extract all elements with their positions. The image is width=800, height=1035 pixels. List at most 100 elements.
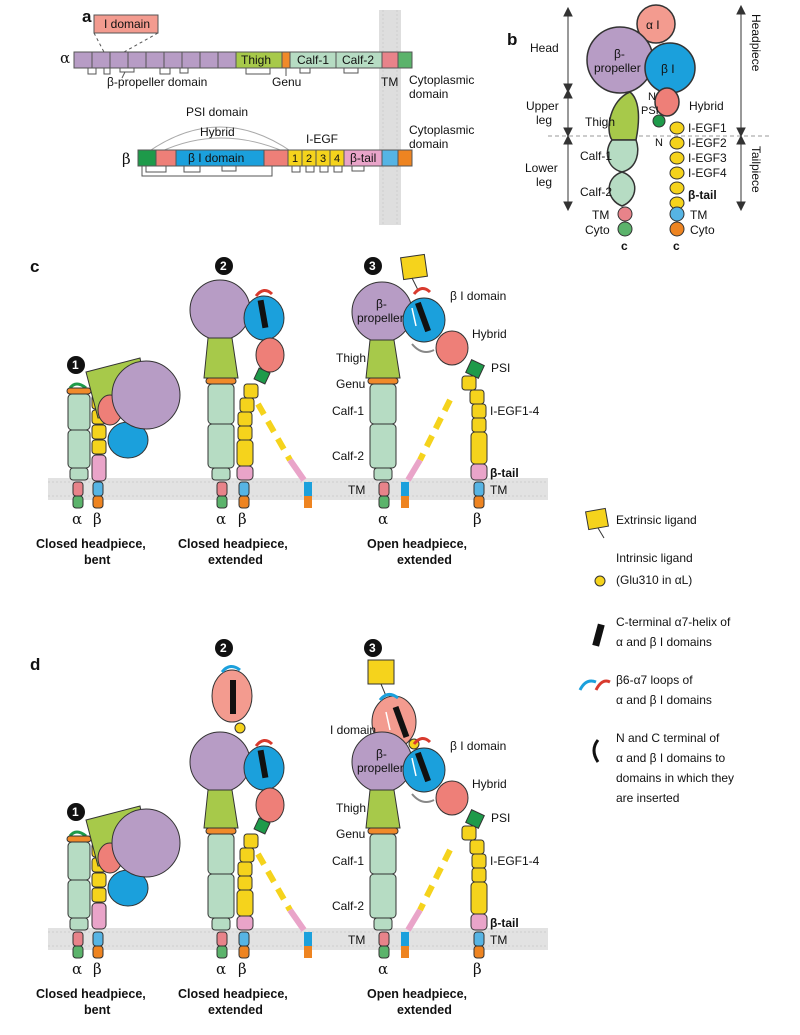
svg-text:propeller: propeller bbox=[357, 761, 404, 775]
cyto-segment-alpha bbox=[397, 51, 413, 69]
caption-c2-line2: extended bbox=[208, 553, 263, 567]
beta-i-domain-label-a: β I domain bbox=[188, 151, 244, 165]
beta-tail-label-c: β-tail bbox=[490, 466, 519, 480]
tm-beta-b bbox=[669, 206, 685, 222]
beta-label-c3: β bbox=[473, 510, 482, 528]
genu-label-a: Genu bbox=[272, 75, 301, 89]
calf2-label-b: Calf-2 bbox=[580, 185, 612, 199]
calf2-b bbox=[608, 171, 636, 207]
svg-text:1: 1 bbox=[72, 358, 79, 372]
legend-intrinsic-ligand-text1: Intrinsic ligand bbox=[616, 551, 693, 565]
membrane-c bbox=[48, 478, 548, 500]
psi-domain-label: PSI domain bbox=[186, 105, 248, 119]
genu-label-c: Genu bbox=[336, 377, 365, 391]
svg-text:3: 3 bbox=[369, 259, 376, 273]
headpiece-label: Headpiece bbox=[749, 14, 763, 72]
thigh-label-b: Thigh bbox=[585, 115, 615, 129]
calf2-label-d: Calf-2 bbox=[332, 899, 364, 913]
genu-label-d: Genu bbox=[336, 827, 365, 841]
svg-text:2: 2 bbox=[220, 259, 227, 273]
upper-leg-label1: Upper bbox=[526, 99, 559, 113]
alpha-symbol-a: α bbox=[60, 49, 70, 67]
egf-stack-b bbox=[669, 121, 685, 210]
head-label: Head bbox=[530, 41, 559, 55]
hybrid-label-c: Hybrid bbox=[472, 327, 507, 341]
step-3-marker-c bbox=[364, 257, 382, 275]
psi-arc bbox=[147, 126, 293, 153]
panel-d-label: d bbox=[30, 655, 40, 674]
tm-segment-alpha bbox=[381, 51, 399, 69]
cyto-label-b2: domain bbox=[409, 137, 448, 151]
tm-label-c-left: TM bbox=[348, 483, 365, 497]
n-label-b: N bbox=[648, 91, 656, 103]
state-2-closed-extended-d: 2 bbox=[178, 639, 312, 1017]
legend-helix-text1: C-terminal α7-helix of bbox=[616, 615, 731, 629]
step-2-marker-c bbox=[215, 257, 233, 275]
panel-c-label: c bbox=[30, 257, 39, 276]
c-terminus-beta: c bbox=[673, 239, 680, 253]
alpha-disulfides bbox=[87, 68, 359, 75]
hybrid-arc bbox=[159, 137, 286, 153]
legend-nc-text1: N and C terminal of bbox=[616, 731, 720, 745]
svg-text:1: 1 bbox=[72, 805, 79, 819]
caption-d3-line1: Open headpiece, bbox=[367, 987, 467, 1001]
i-egf4-label: I-EGF4 bbox=[688, 166, 727, 180]
calf1-label-c: Calf-1 bbox=[332, 404, 364, 418]
caption-d1-line2: bent bbox=[84, 1003, 111, 1017]
i-egf3-label: I-EGF3 bbox=[688, 151, 727, 165]
hybrid-label-a: Hybrid bbox=[200, 125, 235, 139]
beta-chain-bar bbox=[137, 149, 413, 167]
thigh-label-a: Thigh bbox=[241, 53, 271, 67]
cyto-label-b: Cyto bbox=[585, 223, 610, 237]
state-3-open-extended-c: 3 β- propeller bbox=[332, 253, 540, 567]
legend-intrinsic-ligand-text2: (Glu310 in αL) bbox=[616, 573, 692, 587]
svg-text:β-: β- bbox=[376, 297, 387, 311]
alpha-i-label-b: α I bbox=[646, 18, 660, 32]
panel-a-label: a bbox=[82, 7, 92, 26]
panel-b: b Head Upper leg Lower leg Headpiece Tai… bbox=[507, 4, 770, 253]
legend-intrinsic-ligand-swatch bbox=[594, 575, 606, 587]
tm-alpha-b bbox=[617, 206, 633, 222]
step-2-marker-d bbox=[215, 639, 233, 657]
egf-1: 1 bbox=[292, 153, 298, 165]
calf1-label-d: Calf-1 bbox=[332, 854, 364, 868]
psi-label-b: PSI bbox=[641, 105, 659, 117]
membrane-vertical bbox=[379, 10, 401, 225]
svg-text:3: 3 bbox=[369, 641, 376, 655]
hybrid-b bbox=[654, 87, 680, 117]
caption-c1-line2: bent bbox=[84, 553, 111, 567]
calf1-label-a: Calf-1 bbox=[297, 53, 329, 67]
legend: Extrinsic ligand Intrinsic ligand (Glu31… bbox=[578, 507, 734, 805]
caption-c3-line1: Open headpiece, bbox=[367, 537, 467, 551]
beta-tail-label-d: β-tail bbox=[490, 916, 519, 930]
tm-label-c-right: TM bbox=[490, 483, 507, 497]
state-3-open-extended-d: 3 I domain β- propeller bbox=[330, 639, 540, 1017]
calf1-label-b: Calf-1 bbox=[580, 149, 612, 163]
beta-label-d2: β bbox=[238, 960, 247, 978]
panel-c: c 1 α β Closed he bbox=[30, 253, 548, 567]
legend-helix-swatch bbox=[592, 623, 605, 647]
legend-nc-swatch bbox=[592, 739, 600, 763]
tm-label-b: TM bbox=[592, 208, 609, 222]
membrane-d bbox=[48, 928, 548, 950]
legend-beta-loop-swatch bbox=[594, 679, 611, 691]
step-3-marker-d bbox=[364, 639, 382, 657]
legend-nc-text2: α and β I domains to bbox=[616, 751, 726, 765]
n-label-b2: N bbox=[655, 137, 663, 149]
alpha-label-d2: α bbox=[216, 960, 226, 978]
cyto-alpha-b bbox=[617, 221, 633, 237]
caption-d2-line1: Closed headpiece, bbox=[178, 987, 288, 1001]
c-terminus-alpha: c bbox=[621, 239, 628, 253]
hybrid-label-d: Hybrid bbox=[472, 777, 507, 791]
i-egf2-label: I-EGF2 bbox=[688, 136, 727, 150]
cyto-label-a2: domain bbox=[409, 87, 448, 101]
caption-c2-line1: Closed headpiece, bbox=[178, 537, 288, 551]
egf-4: 4 bbox=[334, 153, 340, 165]
alpha-label-c3: α bbox=[378, 510, 388, 528]
legend-nc-text4: are inserted bbox=[616, 791, 679, 805]
psi-label-d: PSI bbox=[491, 811, 510, 825]
svg-text:2: 2 bbox=[220, 641, 227, 655]
lower-leg-label2: leg bbox=[536, 175, 552, 189]
legend-extrinsic-ligand-text: Extrinsic ligand bbox=[616, 513, 697, 527]
i-egf1-label: I-EGF1 bbox=[688, 121, 727, 135]
